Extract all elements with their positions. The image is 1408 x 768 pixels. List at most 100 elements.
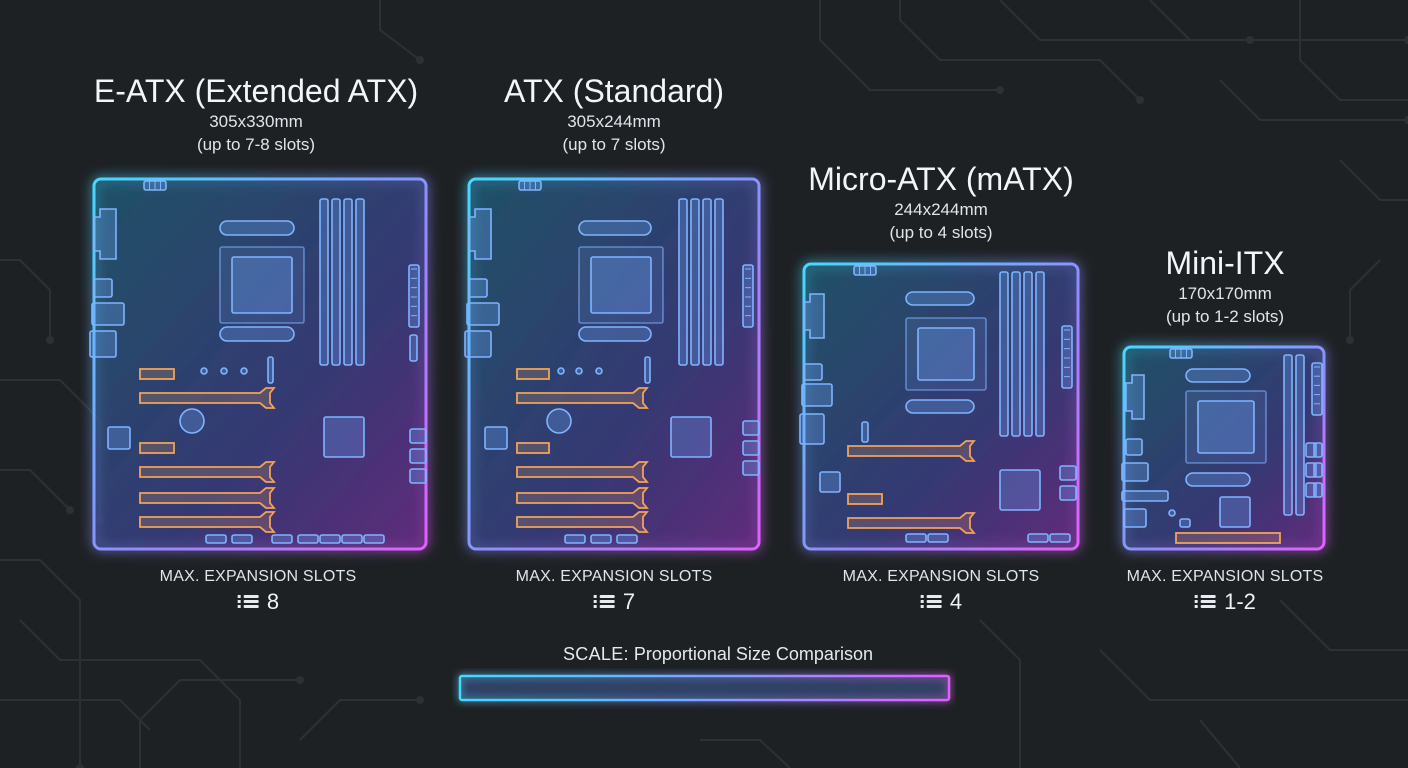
audio-port bbox=[1121, 490, 1169, 502]
front-header bbox=[297, 534, 319, 544]
power-connector bbox=[1311, 362, 1323, 416]
controller-chip bbox=[107, 426, 131, 450]
circuit-trace bbox=[899, 0, 1141, 101]
matx-max-label: MAX. EXPANSION SLOTS bbox=[842, 568, 1040, 585]
standoff bbox=[220, 367, 228, 375]
atx-max-value: 7 bbox=[622, 589, 636, 614]
usb-port bbox=[803, 363, 823, 381]
usb-port bbox=[93, 278, 113, 298]
io-port bbox=[803, 293, 825, 339]
circuit-trace bbox=[1099, 649, 1408, 701]
chipset bbox=[1219, 496, 1251, 528]
power-connector bbox=[408, 264, 420, 328]
connector bbox=[409, 334, 418, 362]
atx-heading: ATX (Standard) 305x244mm (up to 7 slots) bbox=[504, 72, 724, 156]
front-header bbox=[564, 534, 586, 544]
pcie-x1-slot bbox=[847, 493, 883, 505]
circuit-trace bbox=[299, 699, 420, 741]
sata-port bbox=[1313, 482, 1323, 498]
pcie-slot bbox=[139, 387, 276, 409]
front-header bbox=[616, 534, 638, 544]
front-header bbox=[363, 534, 385, 544]
pcie-slot bbox=[139, 487, 276, 509]
front-header bbox=[231, 534, 253, 544]
ethernet-port bbox=[91, 302, 125, 326]
itx-dimensions: 170x170mm bbox=[1178, 284, 1272, 303]
sata-port bbox=[1313, 462, 1323, 478]
io-port bbox=[1125, 374, 1145, 420]
itx-max-slots: MAX. EXPANSION SLOTS 1-2 bbox=[1127, 566, 1324, 616]
circuit-trace bbox=[1219, 79, 1408, 121]
cpu-socket-frame bbox=[905, 317, 987, 391]
front-header bbox=[590, 534, 612, 544]
ram-slot bbox=[714, 198, 724, 366]
circuit-trace-node bbox=[76, 764, 84, 768]
pcie-x1-slot bbox=[139, 368, 175, 380]
circuit-trace bbox=[1149, 0, 1408, 41]
power-connector bbox=[742, 264, 754, 328]
sata-port bbox=[409, 468, 427, 484]
eatx-max-label: MAX. EXPANSION SLOTS bbox=[159, 568, 357, 585]
heatsink-bracket bbox=[219, 220, 295, 236]
pcie-x1-slot bbox=[1175, 532, 1281, 544]
heatsink-bracket bbox=[905, 291, 975, 306]
io-port bbox=[468, 208, 492, 260]
io-port bbox=[93, 208, 117, 260]
cpu-socket bbox=[590, 256, 652, 314]
circuit-trace bbox=[819, 0, 1000, 91]
ruler-body bbox=[458, 674, 951, 702]
atx-dimensions: 305x244mm bbox=[567, 112, 661, 131]
ethernet-port bbox=[801, 383, 833, 407]
controller-chip bbox=[819, 471, 841, 493]
pcie-slot bbox=[516, 511, 649, 533]
heatsink-bracket bbox=[1185, 472, 1251, 487]
atx-title: ATX (Standard) bbox=[504, 73, 724, 109]
pcie-slot bbox=[847, 440, 976, 462]
cpu-socket-frame bbox=[1185, 390, 1267, 464]
circuit-trace bbox=[0, 469, 71, 511]
pcie-slot bbox=[516, 461, 649, 483]
scale-label-text: Proportional Size Comparison bbox=[628, 644, 873, 664]
circuit-trace bbox=[999, 0, 1250, 41]
ram-slot bbox=[999, 271, 1009, 437]
ram-slot bbox=[678, 198, 688, 366]
sata-port bbox=[409, 448, 427, 464]
scale-ruler bbox=[458, 674, 951, 702]
eatx-dimensions: 305x330mm bbox=[209, 112, 303, 131]
atx-max-label: MAX. EXPANSION SLOTS bbox=[515, 568, 713, 585]
cpu-socket bbox=[1197, 400, 1255, 454]
ram-slot bbox=[1035, 271, 1045, 437]
cmos-battery bbox=[546, 408, 572, 434]
eatx-title: E-ATX (Extended ATX) bbox=[93, 73, 419, 109]
front-header bbox=[905, 533, 927, 543]
standoff bbox=[595, 367, 603, 375]
ram-slot bbox=[1295, 354, 1305, 516]
ram-slot bbox=[1023, 271, 1033, 437]
circuit-trace-node bbox=[416, 56, 424, 64]
scale-label-bold: SCALE: bbox=[563, 644, 629, 664]
circuit-trace-node bbox=[1404, 116, 1408, 124]
jumper bbox=[644, 356, 651, 384]
chipset bbox=[323, 416, 365, 458]
pcie-x1-slot bbox=[516, 442, 550, 454]
standoff bbox=[557, 367, 565, 375]
matx-title: Micro-ATX (mATX) bbox=[808, 161, 1074, 197]
itx-slots-note: (up to 1-2 slots) bbox=[1165, 307, 1285, 326]
eatx-max-slots: MAX. EXPANSION SLOTS 8 bbox=[160, 566, 357, 616]
circuit-trace bbox=[979, 619, 1021, 768]
atx-max-slots: MAX. EXPANSION SLOTS 7 bbox=[516, 566, 713, 616]
matx-dimensions: 244x244mm bbox=[894, 200, 988, 219]
circuit-trace-node bbox=[296, 676, 304, 684]
controller-chip bbox=[484, 426, 508, 450]
front-header bbox=[1027, 533, 1049, 543]
circuit-trace-node bbox=[996, 86, 1004, 94]
matx-board-diagram bbox=[799, 262, 1080, 551]
scale-caption: SCALE: Proportional Size Comparison bbox=[563, 644, 873, 665]
ram-slot bbox=[702, 198, 712, 366]
jumper bbox=[861, 421, 869, 443]
audio-port bbox=[464, 330, 492, 358]
expansion-slots-icon bbox=[593, 592, 617, 612]
atx-board-diagram bbox=[464, 177, 761, 551]
cpu-socket-frame bbox=[578, 246, 664, 324]
sata-port bbox=[1313, 442, 1323, 458]
